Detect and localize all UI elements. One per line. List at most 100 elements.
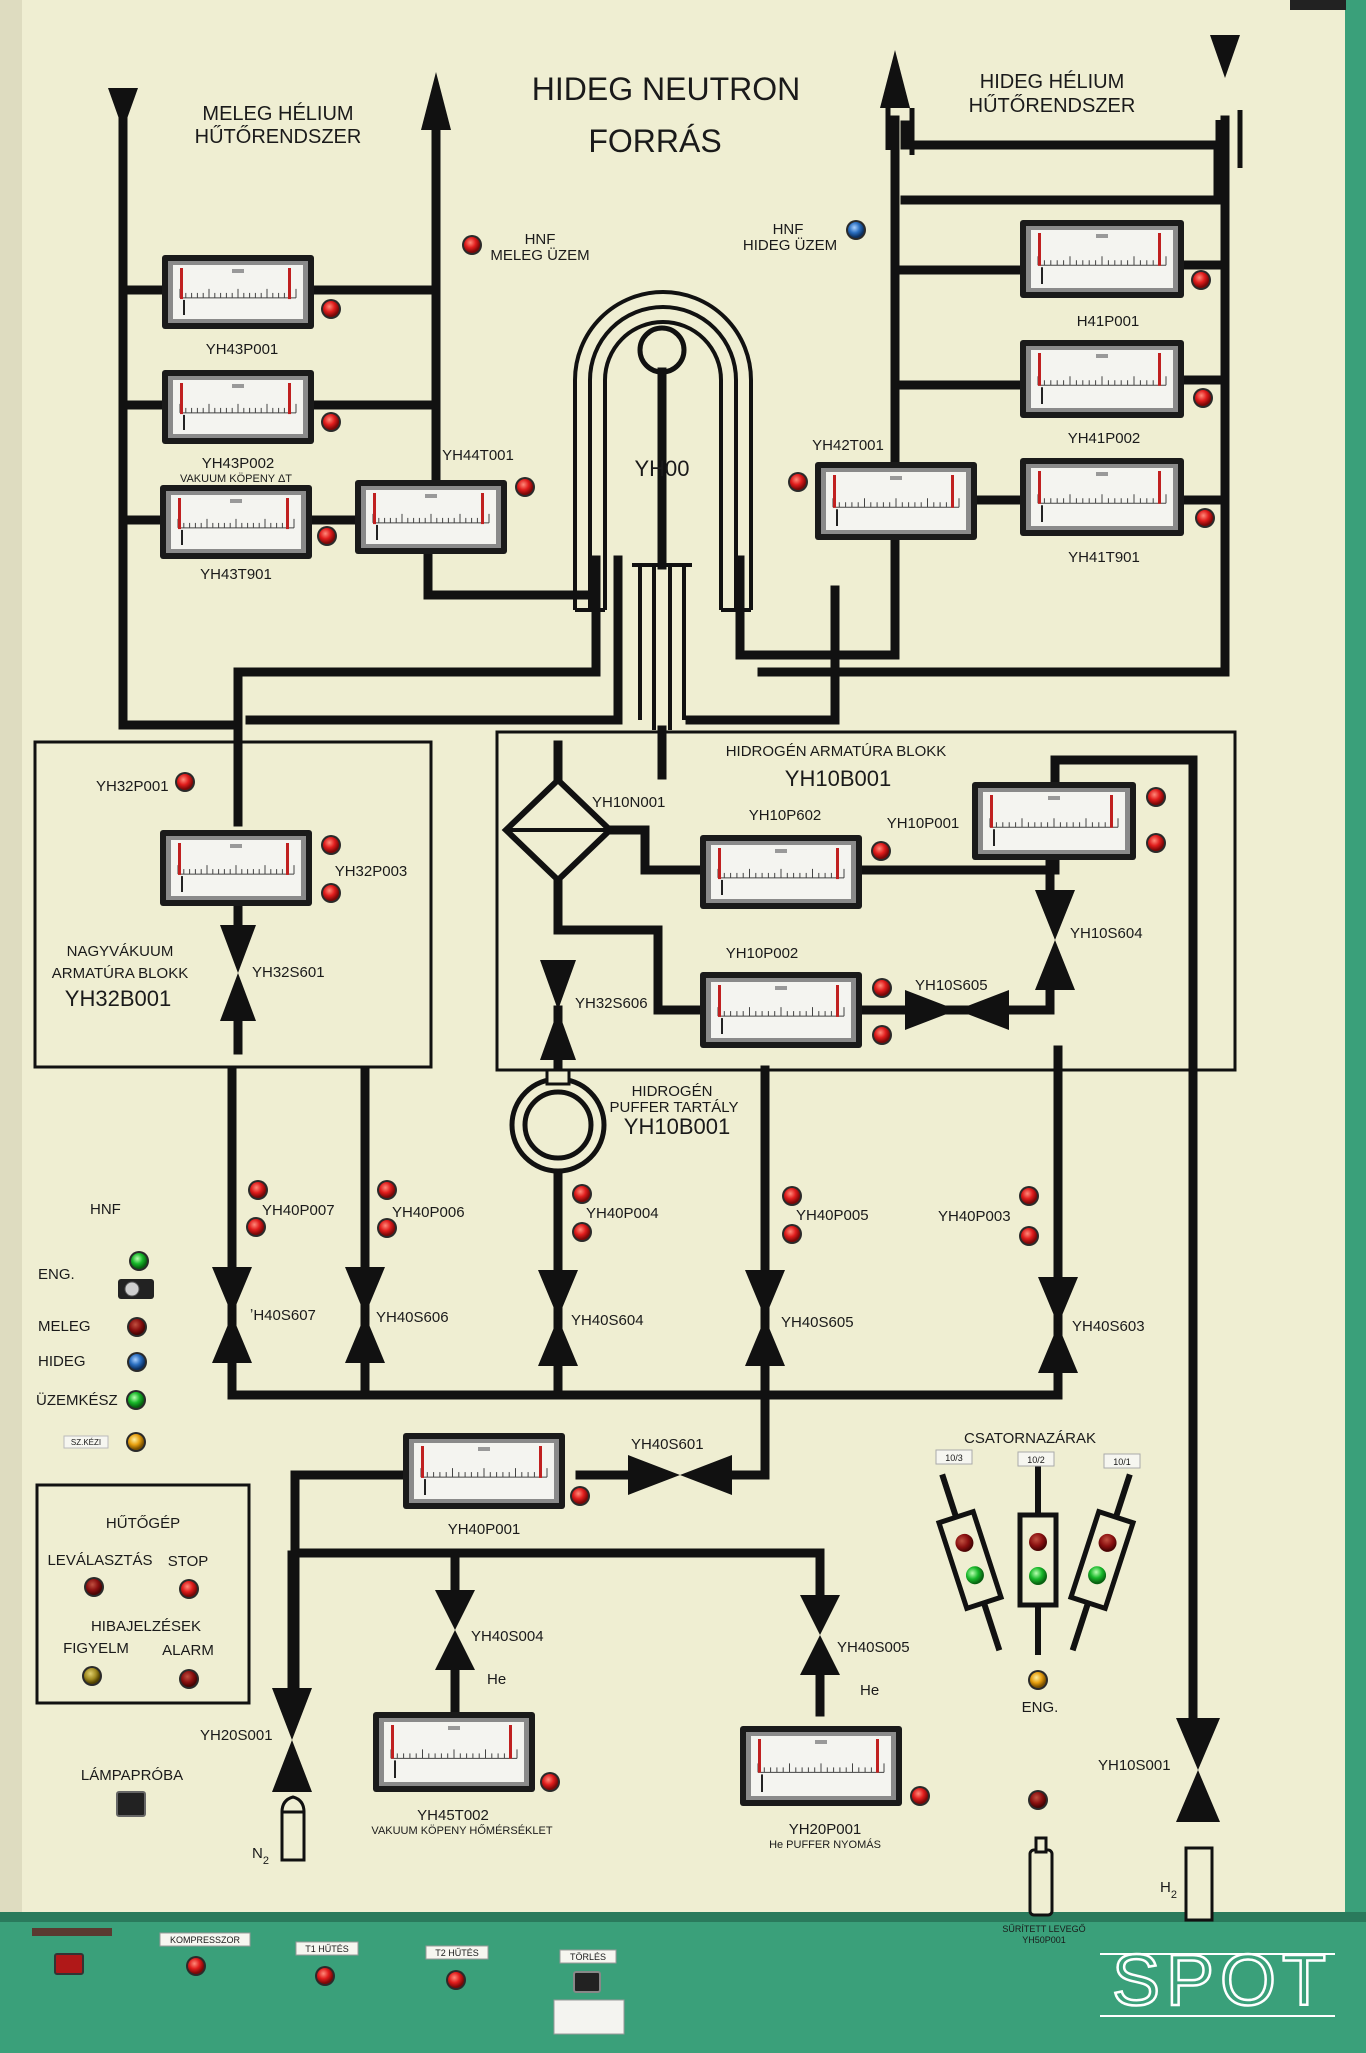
hv-block-line-1: NAGYVÁKUUM <box>67 943 174 960</box>
arrow-out-right-icon <box>880 50 910 108</box>
indicator-lamp-13 <box>321 883 341 903</box>
indicator-lamp-8 <box>1193 388 1213 408</box>
valve-YH32S606-icon <box>540 960 576 1060</box>
indicator-lamp-45 <box>446 1970 466 1990</box>
indicator-lamp-25 <box>782 1186 802 1206</box>
label-N2: N2 <box>252 1845 269 1867</box>
indicator-lamp-4 <box>321 412 341 432</box>
gauge-YH32P003-meter <box>160 830 312 906</box>
gauge-YH43P001-meter <box>162 255 314 329</box>
high-vacuum-block-frame <box>33 740 433 1069</box>
lamp-test-label: LÁMPAPRÓBA <box>81 1767 183 1784</box>
indicator-lamp-1 <box>462 235 482 255</box>
arrow-in-left-icon <box>108 88 138 130</box>
label-YH32S601: YH32S601 <box>252 964 325 981</box>
bottom-t2-label: T2 HŰTÉS <box>435 1948 479 1958</box>
label-YH10P001: YH10P001 <box>887 815 960 832</box>
label-H2: H2 <box>1160 1879 1177 1901</box>
label-YH40S005: YH40S005 <box>837 1639 910 1656</box>
arrow-out-left-icon <box>421 72 451 130</box>
indicator-lamp-39 <box>1028 1670 1048 1690</box>
label-YH20P001: YH20P001 <box>789 1821 862 1838</box>
label-YH40P006: YH40P006 <box>392 1204 465 1221</box>
indicator-lamp-23 <box>572 1184 592 1204</box>
indicator-lamp-32 <box>126 1390 146 1410</box>
hnf-cold-label-2: HIDEG ÜZEM <box>743 236 837 254</box>
valve-YH40S005-icon <box>800 1595 840 1675</box>
compressed-air-line-2: YH50P001 <box>1022 1935 1066 1945</box>
valve-YH40S004-icon <box>435 1590 475 1670</box>
piping <box>118 108 1243 1725</box>
label-YH10P002: YH10P002 <box>726 945 799 962</box>
indicator-lamps <box>82 220 1215 1990</box>
chiller-panel-frame <box>35 1483 251 1705</box>
indicator-lamp-41 <box>910 1786 930 1806</box>
valve-YH40S604-icon <box>538 1270 578 1366</box>
channel-locks-eng: ENG. <box>1022 1699 1059 1716</box>
label-YH45T002: YH45T002 <box>417 1807 489 1824</box>
channel-label-3: 10/1 <box>1113 1457 1131 1467</box>
indicator-lamp-15 <box>1146 787 1166 807</box>
valve-YH32S601-icon <box>220 925 256 1021</box>
hnf-cold-label-1: HNF <box>773 221 804 238</box>
label-He2: He <box>860 1682 879 1699</box>
label-YH40S004: YH40S004 <box>471 1628 544 1645</box>
label-YH43T901: YH43T901 <box>200 566 272 583</box>
channel-label-2: 10/2 <box>1027 1455 1045 1465</box>
indicator-lamp-14 <box>871 841 891 861</box>
indicator-lamp-36 <box>179 1579 199 1599</box>
valve-YH20S001-icon <box>272 1688 312 1792</box>
gauge-YH20P001-meter <box>740 1726 902 1806</box>
label-YH40P001: YH40P001 <box>448 1521 521 1538</box>
filter-YH10N001-icon <box>501 775 615 885</box>
indicator-lamp-6 <box>515 477 535 497</box>
label-YH10P602: YH10P602 <box>749 807 822 824</box>
label-YH10S604: YH10S604 <box>1070 925 1143 942</box>
indicator-lamp-42 <box>1028 1790 1048 1810</box>
valve-YH10S604-icon <box>1035 890 1075 990</box>
status-hideg-label: HIDEG <box>38 1353 86 1370</box>
chiller-title: HŰTŐGÉP <box>106 1515 180 1532</box>
bottom-red-button[interactable] <box>54 1953 84 1975</box>
lamp-test-button[interactable] <box>116 1791 146 1817</box>
buffer-tank-icon <box>509 1068 607 1174</box>
chiller-separation: LEVÁLASZTÁS <box>47 1552 152 1569</box>
indicator-lamp-2 <box>846 220 866 240</box>
indicator-lamp-33 <box>126 1432 146 1452</box>
gauge-YH43P002-meter <box>162 370 314 444</box>
delete-button[interactable] <box>573 1971 601 1993</box>
label-YH10N001: YH10N001 <box>592 794 665 811</box>
indicator-lamp-10 <box>788 472 808 492</box>
gas-bottles <box>280 1795 1214 1922</box>
indicator-lamp-16 <box>1146 833 1166 853</box>
bottom-compressor-label: KOMPRESSZOR <box>170 1935 241 1945</box>
indicator-lamp-28 <box>1019 1226 1039 1246</box>
label-YH32P003: YH32P003 <box>335 863 408 880</box>
label-YH42T001: YH42T001 <box>812 437 884 454</box>
gauge-YH42T001-meter <box>815 462 977 540</box>
h-block-line-1: HIDROGÉN ARMATÚRA BLOKK <box>726 743 947 760</box>
label-YH43P001: YH43P001 <box>206 341 279 358</box>
label-YH10S001: YH10S001 <box>1098 1757 1171 1774</box>
gauge-YH10P002-meter <box>700 972 862 1048</box>
air-bottle-icon <box>1028 1848 1054 1917</box>
warm-helium-line-2: HŰTŐRENDSZER <box>195 125 362 148</box>
cold-helium-line-1: HIDEG HÉLIUM <box>980 70 1124 93</box>
hnf-warm-label-2: MELEG ÜZEM <box>490 246 589 264</box>
status-uzemkesz-label: ÜZEMKÉSZ <box>36 1391 118 1409</box>
gauge-YH10P602-meter <box>700 835 862 909</box>
buffer-id: YH10B001 <box>624 1114 730 1139</box>
label-YH41T901: YH41T901 <box>1068 549 1140 566</box>
label-YH40S604: YH40S604 <box>571 1312 644 1329</box>
title-line-1: HIDEG NEUTRON <box>532 71 800 107</box>
label-YH43P002: YH43P002 <box>202 455 275 472</box>
label-YH10S605: YH10S605 <box>915 977 988 994</box>
channel-label-1: 10/3 <box>945 1453 963 1463</box>
label-YH40S601: YH40S601 <box>631 1436 704 1453</box>
label-YH32S606: YH32S606 <box>575 995 648 1012</box>
h-block-id: YH10B001 <box>785 766 891 791</box>
gauge-YH43T901-meter <box>160 485 312 559</box>
cold-helium-line-2: HŰTŐRENDSZER <box>969 94 1136 117</box>
arrow-in-right-icon <box>1210 35 1240 78</box>
